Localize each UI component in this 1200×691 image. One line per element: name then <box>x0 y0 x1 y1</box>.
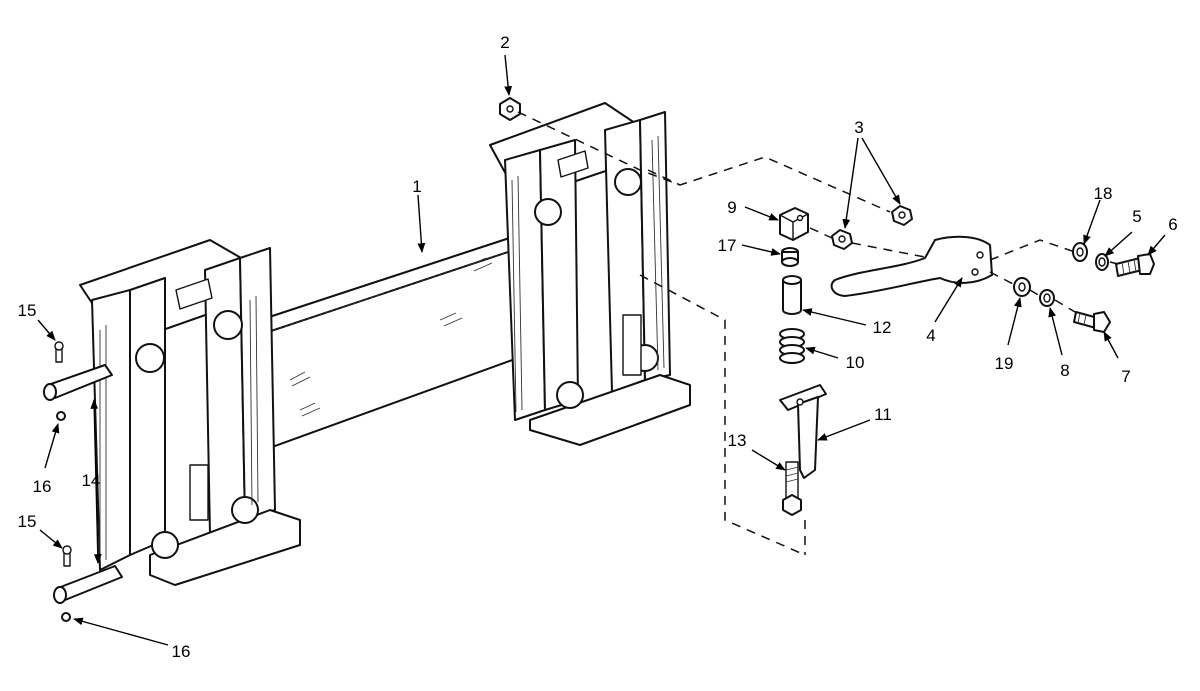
part-lever-4 <box>830 235 993 297</box>
callout-9: 9 <box>727 198 736 217</box>
part-washer-8 <box>1039 289 1055 307</box>
part-bolt-6 <box>1115 253 1155 277</box>
main-frame <box>79 102 691 586</box>
part-bushing-12 <box>782 275 802 315</box>
callout-16-upper: 16 <box>33 477 52 496</box>
callout-13: 13 <box>728 431 747 450</box>
part-latch-11 <box>779 384 827 479</box>
callout-14: 14 <box>82 471 101 490</box>
part-nut-3-right <box>891 205 913 226</box>
callout-6: 6 <box>1168 215 1177 234</box>
part-block-9 <box>779 207 809 241</box>
callout-12: 12 <box>873 318 892 337</box>
callout-5: 5 <box>1132 207 1141 226</box>
callout-1: 1 <box>412 177 421 196</box>
part-washer-5 <box>1095 253 1109 271</box>
part-spring-10 <box>779 328 805 364</box>
part-nut-16-lower <box>61 612 71 622</box>
callout-10: 10 <box>846 353 865 372</box>
callout-2: 2 <box>500 33 509 52</box>
callout-19: 19 <box>995 354 1014 373</box>
part-nut-16-upper <box>56 411 66 421</box>
part-screw-15-upper <box>54 341 64 363</box>
callout-8: 8 <box>1060 361 1069 380</box>
assembly-lines <box>517 111 1119 556</box>
part-bolt-7 <box>1073 311 1111 333</box>
callout-16-lower: 16 <box>172 642 191 661</box>
frame-crossbeam <box>244 227 557 456</box>
leader-lines <box>37 54 1166 646</box>
callout-11: 11 <box>874 405 892 424</box>
part-bolt-13 <box>782 461 802 516</box>
callout-18: 18 <box>1094 184 1113 203</box>
part-pin-14-upper <box>43 364 113 401</box>
callout-3: 3 <box>854 118 863 137</box>
part-pin-14-lower <box>53 565 123 604</box>
frame-left-bracket <box>79 239 301 586</box>
callout-labels: 1 2 3 4 5 6 7 8 9 10 11 12 13 14 15 15 1… <box>18 33 1178 661</box>
part-washer-18 <box>1072 242 1088 262</box>
callout-15-lower: 15 <box>18 512 37 531</box>
callout-7: 7 <box>1121 367 1130 386</box>
callout-17: 17 <box>718 236 737 255</box>
frame-right-bracket <box>489 102 691 446</box>
part-nut-3-left <box>831 229 853 250</box>
callout-15-upper: 15 <box>18 301 37 320</box>
callout-4: 4 <box>926 326 935 345</box>
part-nut-17 <box>781 247 799 267</box>
part-screw-15-lower <box>62 545 72 567</box>
part-washer-19 <box>1013 277 1031 297</box>
part-nut-2 <box>499 97 521 121</box>
